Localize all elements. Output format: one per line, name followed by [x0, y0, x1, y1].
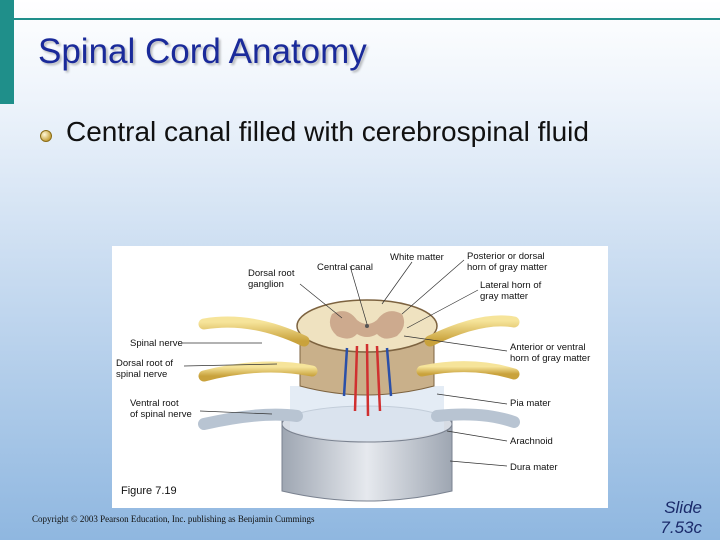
label-dura-mater: Dura mater — [510, 462, 558, 473]
label-white-matter: White matter — [390, 252, 444, 263]
label-lateral-horn: Lateral horn of gray matter — [480, 280, 542, 302]
accent-bar — [0, 0, 14, 104]
bullet-text: Central canal filled with cerebrospinal … — [66, 116, 589, 147]
label-dorsal-root-ganglion: Dorsal root ganglion — [248, 268, 295, 290]
title-rule — [14, 18, 720, 20]
label-pia-mater: Pia mater — [510, 398, 551, 409]
spinal-cord-illustration — [182, 259, 520, 502]
label-ventral-root: Ventral root of spinal nerve — [130, 398, 192, 420]
label-dorsal-root: Dorsal root of spinal nerve — [116, 358, 174, 380]
bullet-icon — [40, 130, 52, 142]
label-spinal-nerve: Spinal nerve — [130, 338, 183, 349]
figure-caption: Figure 7.19 — [121, 485, 177, 497]
label-anterior-horn: Anterior or ventral horn of gray matter — [510, 342, 591, 364]
copyright-notice: Copyright © 2003 Pearson Education, Inc.… — [32, 514, 315, 524]
label-posterior-horn: Posterior or dorsal horn of gray matter — [467, 251, 548, 273]
spinal-cord-figure: Dorsal root ganglion Central canal White… — [112, 246, 608, 508]
label-central-canal: Central canal — [317, 262, 373, 273]
label-arachnoid: Arachnoid — [510, 436, 553, 447]
slide-number: Slide 7.53c — [660, 498, 702, 537]
bullet-item: Central canal filled with cerebrospinal … — [40, 116, 680, 148]
slide-title: Spinal Cord Anatomy — [38, 32, 367, 71]
